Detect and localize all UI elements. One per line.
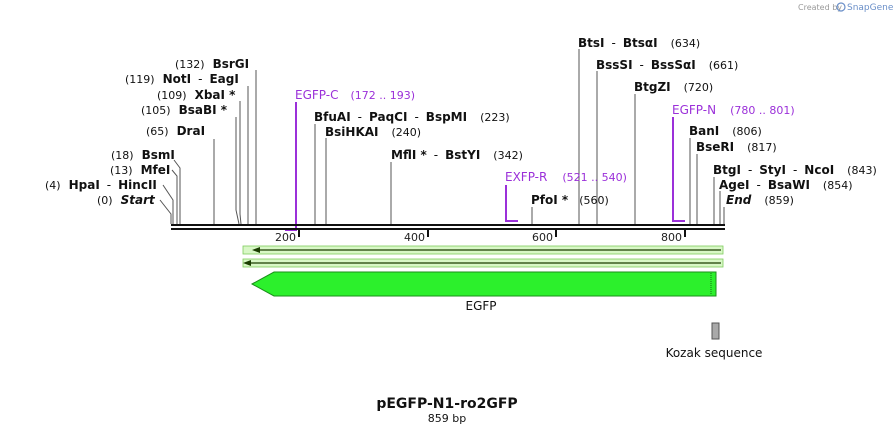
- site-label-bsabi[interactable]: (105)BsaBI *: [141, 103, 228, 117]
- axis-label-600: 600: [532, 231, 553, 244]
- feature-egfp[interactable]: EGFP: [250, 271, 717, 313]
- plasmid-length: 859 bp: [428, 412, 466, 425]
- site-lines: [159, 49, 725, 225]
- snapgene-logo-icon: [836, 2, 846, 12]
- axis: 200 400 600 800: [275, 229, 686, 244]
- site-label-mfli[interactable]: MflI *-BstYI(342): [391, 148, 523, 162]
- site-line-bsabi: [235, 117, 240, 225]
- credit-prefix: Created by: [798, 3, 842, 12]
- sequence-backbone: [171, 224, 725, 230]
- primer-mark-exfp-r: [505, 185, 518, 222]
- site-label-end[interactable]: End(859): [726, 193, 794, 207]
- plasmid-title: pEGFP-N1-ro2GFP: [376, 396, 517, 412]
- site-label-bsrgi[interactable]: (132)BsrGI: [175, 57, 249, 71]
- site-line-bsmi: [173, 159, 181, 224]
- site-label-noti[interactable]: (119)NotI-EagI: [125, 72, 239, 86]
- site-line-start: [159, 199, 172, 224]
- site-line-hpai: [162, 184, 174, 224]
- orf-arrowhead-2: [243, 260, 251, 266]
- primer-label-exfp-r[interactable]: EXFP-R(521 .. 540): [505, 170, 627, 184]
- primer-mark-egfp-n: [672, 117, 685, 222]
- site-label-bani[interactable]: BanI(806): [689, 124, 762, 138]
- primer-label-egfp-c[interactable]: EGFP-C(172 .. 193): [295, 88, 415, 102]
- site-label-pfoi[interactable]: PfoI *(560): [531, 193, 609, 207]
- primer-labels: EGFP-C(172 .. 193) EXFP-R(521 .. 540) EG…: [295, 88, 795, 184]
- feature-kozak[interactable]: Kozak sequence: [666, 322, 763, 360]
- site-label-bfuai[interactable]: BfuAI-PaqCI-BspMI(223): [314, 110, 510, 124]
- kozak-label: Kozak sequence: [666, 346, 763, 360]
- site-label-xbai[interactable]: (109)XbaI *: [157, 88, 236, 102]
- orf-arrowhead-1: [252, 247, 260, 253]
- site-label-btsi[interactable]: BtsI-BtsαI(634): [578, 36, 700, 50]
- axis-label-400: 400: [404, 231, 425, 244]
- site-line-xbai: [239, 101, 242, 225]
- site-label-mfei[interactable]: (13)MfeI: [110, 163, 170, 177]
- site-label-start[interactable]: (0)Start: [97, 193, 156, 207]
- axis-label-800: 800: [661, 231, 682, 244]
- egfp-label: EGFP: [465, 299, 496, 313]
- snapgene-credit: Created by SnapGene: [798, 2, 894, 13]
- site-label-drai[interactable]: (65)DraI: [146, 124, 205, 138]
- orf-arrows: [242, 245, 724, 268]
- site-label-hpai[interactable]: (4)HpaI-HincII: [45, 178, 157, 192]
- egfp-arrow[interactable]: [250, 271, 717, 297]
- site-label-bsihkai[interactable]: BsiHKAI(240): [325, 125, 421, 139]
- site-label-btgzi[interactable]: BtgZI(720): [634, 80, 713, 94]
- kozak-box[interactable]: [711, 322, 720, 340]
- site-label-bseri[interactable]: BseRI(817): [696, 140, 777, 154]
- credit-brand: SnapGene: [847, 3, 894, 13]
- axis-label-200: 200: [275, 231, 296, 244]
- primer-mark-egfp-c: [285, 102, 297, 231]
- site-label-agei[interactable]: AgeI-BsaWI(854): [719, 178, 853, 192]
- site-label-bsssi[interactable]: BssSI-BssSαI(661): [596, 58, 738, 72]
- site-line-mfei: [171, 169, 178, 224]
- site-label-btgi[interactable]: BtgI-StyI-NcoI(843): [713, 163, 877, 177]
- site-label-bsmi[interactable]: (18)BsmI: [111, 148, 175, 162]
- site-labels: (4)HpaI-HincII (0)Start (18)BsmI (13)Mfe…: [45, 36, 877, 207]
- primer-label-egfp-n[interactable]: EGFP-N(780 .. 801): [672, 103, 795, 117]
